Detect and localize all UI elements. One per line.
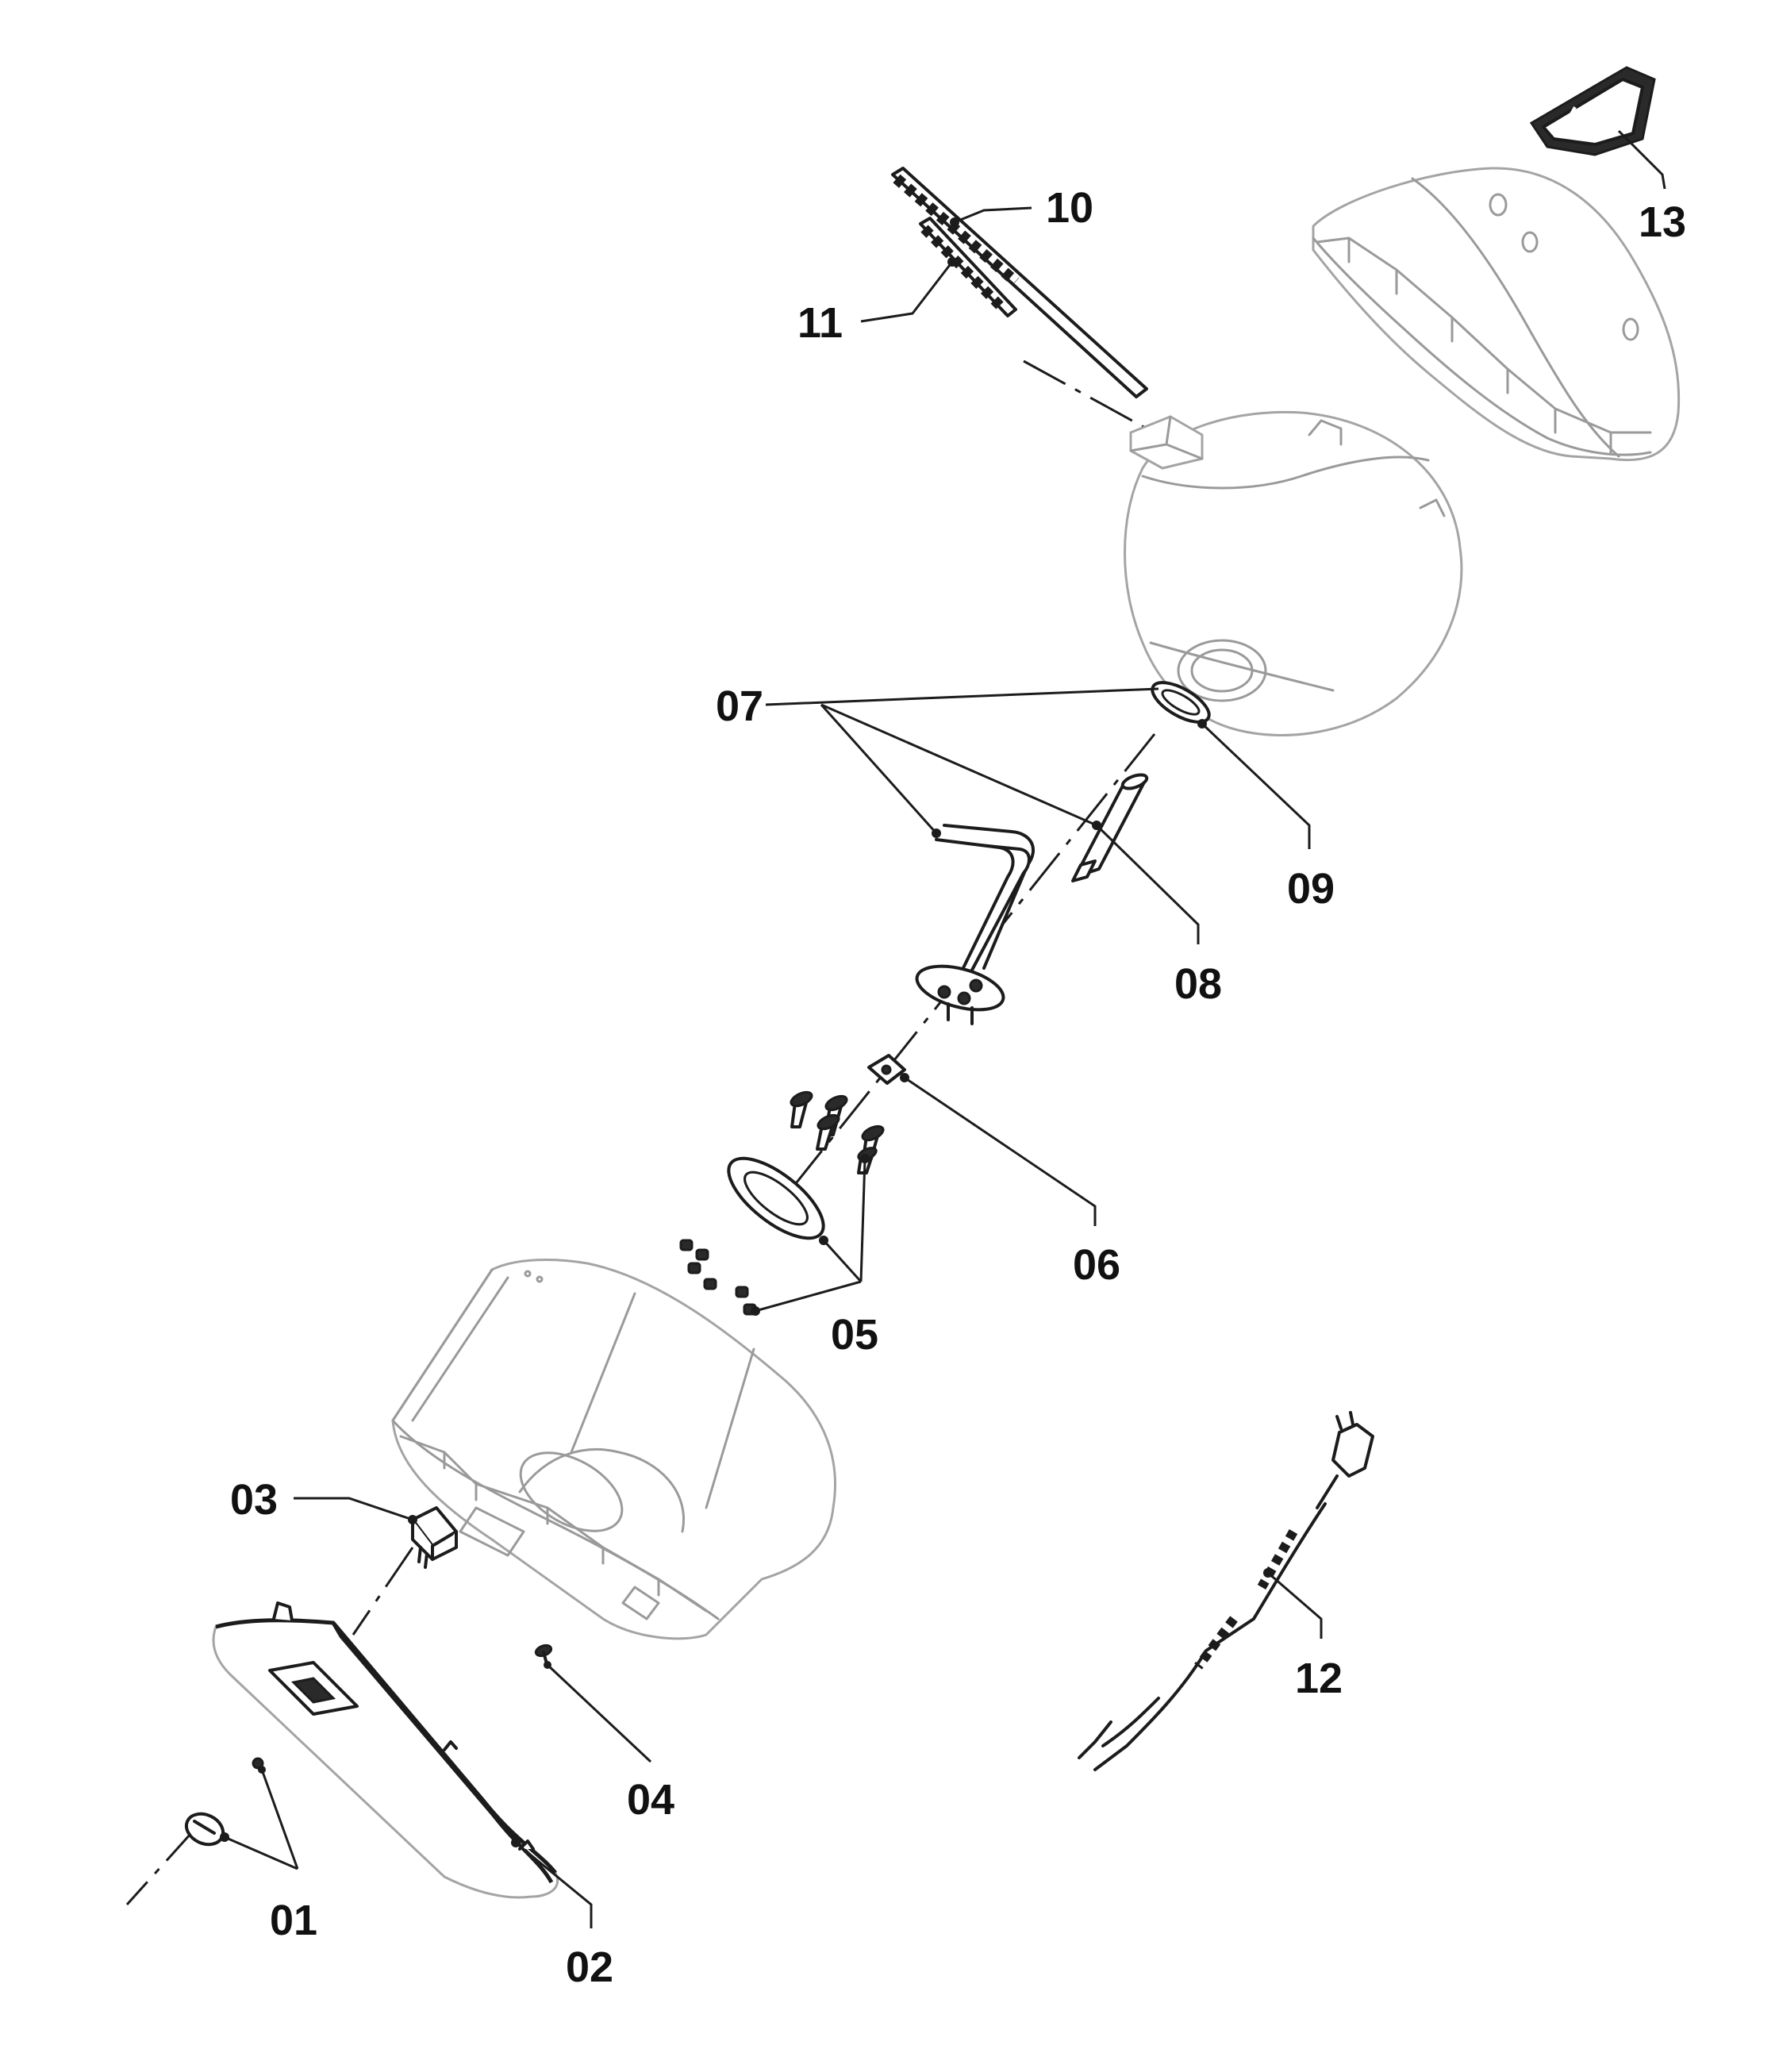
label-part-05: 05 — [831, 1311, 878, 1359]
label-part-02: 02 — [566, 1943, 613, 1991]
part-03-thermostat — [408, 1506, 458, 1569]
part-06-clip — [867, 1054, 909, 1085]
part-02-front-cover — [212, 1601, 559, 1899]
upper-housing-shell — [1312, 167, 1681, 462]
assembly-axis-cover — [352, 1547, 414, 1636]
label-part-13: 13 — [1639, 198, 1686, 246]
lower-housing-shell — [391, 1258, 836, 1640]
part-04-screw — [534, 1643, 553, 1669]
part-01-knob — [184, 1757, 266, 1847]
label-part-09: 09 — [1287, 865, 1335, 913]
label-part-01: 01 — [270, 1897, 317, 1944]
part-12-power-cord — [1078, 1411, 1374, 1771]
leader-lines — [224, 129, 1666, 1928]
label-part-06: 06 — [1073, 1241, 1120, 1289]
label-part-03: 03 — [230, 1476, 278, 1524]
assembly-axis-knob — [125, 1824, 200, 1906]
label-part-08: 08 — [1174, 960, 1222, 1008]
part-10-anode-rod — [891, 167, 1148, 398]
water-tank — [1124, 410, 1463, 736]
label-part-11: 11 — [797, 299, 843, 347]
label-part-10: 10 — [1046, 184, 1093, 232]
assembly-axis-anode — [1023, 359, 1147, 430]
part-09-gasket — [1151, 681, 1211, 728]
label-part-07: 07 — [716, 682, 763, 730]
part-13-top-cap — [1529, 66, 1656, 156]
label-part-04: 04 — [627, 1776, 674, 1824]
label-part-12: 12 — [1295, 1655, 1343, 1702]
part-05-fixing-kit — [679, 1090, 885, 1316]
part-07-heating-element — [915, 824, 1036, 1025]
